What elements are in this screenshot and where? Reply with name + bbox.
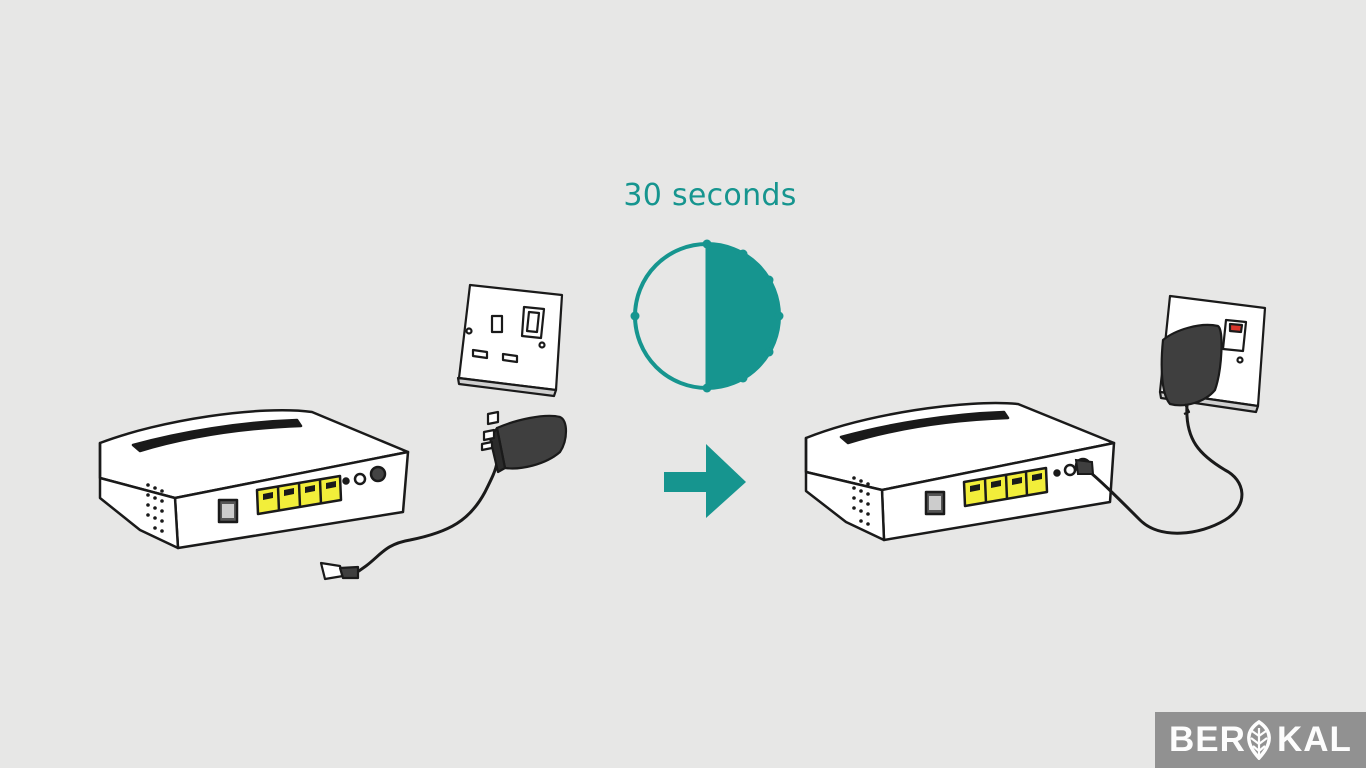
watermark: BER KAL	[1155, 712, 1366, 768]
right-arrow-icon	[664, 444, 746, 518]
router-left	[100, 410, 408, 548]
wall-outlet-on	[1160, 296, 1265, 414]
power-adapter-plugged-in	[1162, 325, 1222, 405]
timer-clock-icon	[631, 240, 784, 393]
router-right	[806, 403, 1114, 540]
power-socket-empty	[371, 467, 385, 481]
watermark-text-right: KAL	[1277, 722, 1352, 757]
wall-outlet-off	[458, 285, 562, 396]
switch-on-indicator	[1230, 324, 1242, 332]
watermark-text-left: BER	[1169, 722, 1246, 757]
leaf-icon	[1241, 720, 1277, 760]
